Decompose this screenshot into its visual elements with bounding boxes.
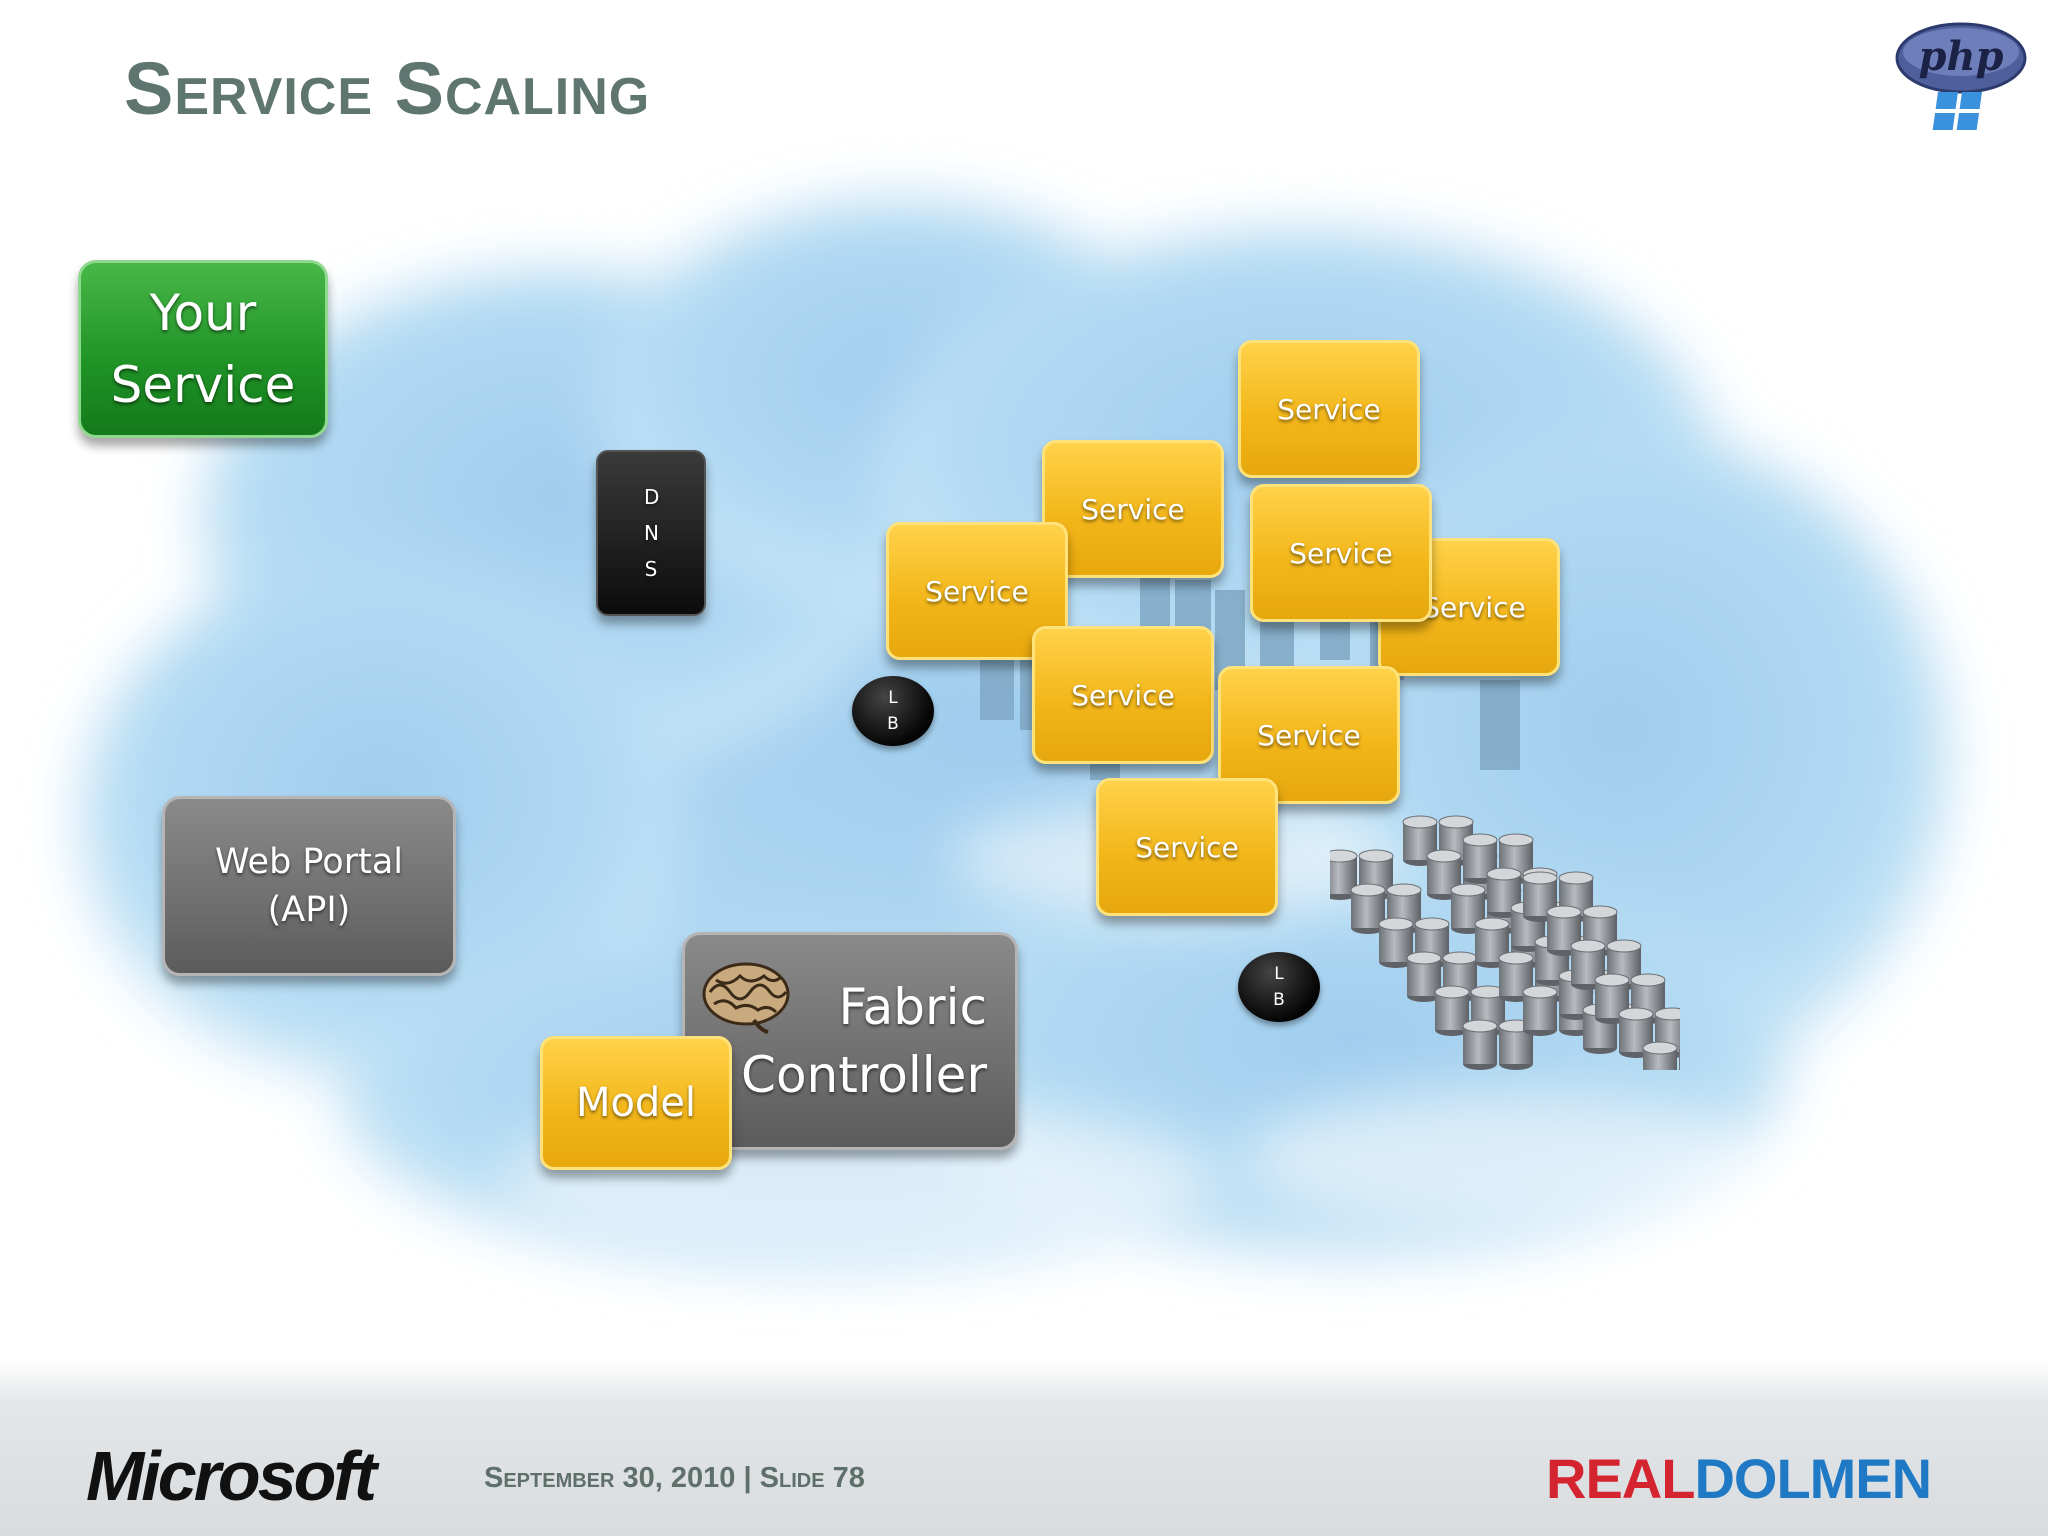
service-box-2: Service bbox=[1042, 440, 1224, 578]
realdolmen-logo: REALDOLMEN bbox=[1546, 1446, 1932, 1511]
model-label: Model bbox=[575, 1080, 697, 1126]
brain-icon bbox=[702, 962, 790, 1034]
storage-cylinder bbox=[1434, 985, 1470, 1036]
web-portal-line2: (API) bbox=[267, 890, 351, 930]
web-portal-line1: Web Portal bbox=[215, 842, 403, 882]
slide-title: Service Scaling bbox=[124, 47, 651, 130]
service-label-8: Service bbox=[1135, 830, 1239, 864]
service-box-8: Service bbox=[1096, 778, 1278, 916]
dns-box: DNS bbox=[596, 450, 706, 616]
lb-label-2: LB bbox=[1273, 964, 1285, 1010]
your-service-box: Your Service bbox=[78, 260, 328, 438]
fabric-controller-box: Fabric Controller bbox=[682, 932, 1018, 1150]
storage-cylinder bbox=[1462, 1019, 1498, 1070]
service-label-6: Service bbox=[1071, 678, 1175, 712]
service-label-4: Service bbox=[1289, 536, 1393, 570]
load-balancer-1: LB bbox=[852, 676, 934, 746]
storage-cylinder bbox=[1570, 939, 1606, 990]
real-text: REAL bbox=[1546, 1447, 1695, 1510]
service-label-7: Service bbox=[1257, 718, 1361, 752]
lb-label-1: LB bbox=[887, 688, 899, 734]
dolmen-text: DOLMEN bbox=[1694, 1447, 1932, 1510]
service-box-1: Service bbox=[1238, 340, 1420, 478]
service-label-3: Service bbox=[1422, 590, 1526, 624]
fabric-line2: Controller bbox=[741, 1046, 987, 1104]
service-label-2: Service bbox=[1081, 492, 1185, 526]
php-logo-text: php bbox=[1918, 33, 2003, 80]
microsoft-logo: Microsoft bbox=[86, 1437, 377, 1515]
service-box-4: Service bbox=[1250, 484, 1432, 622]
footer-date-slide: September 30, 2010 | Slide 78 bbox=[484, 1462, 865, 1494]
storage-cylinder bbox=[1406, 951, 1442, 1002]
storage-cylinders bbox=[1330, 815, 1680, 1070]
load-balancer-2: LB bbox=[1238, 952, 1320, 1022]
storage-cylinder bbox=[1350, 883, 1386, 934]
service-box-6: Service bbox=[1032, 626, 1214, 764]
web-portal-box: Web Portal (API) bbox=[162, 796, 456, 976]
your-service-label: Your Service bbox=[110, 284, 296, 414]
storage-cylinder bbox=[1522, 985, 1558, 1036]
fabric-line1: Fabric bbox=[838, 978, 988, 1036]
dns-label: DNS bbox=[644, 485, 660, 581]
service-label-1: Service bbox=[1277, 392, 1381, 426]
storage-cylinder bbox=[1642, 1041, 1678, 1070]
storage-cylinder bbox=[1378, 917, 1414, 968]
model-box: Model bbox=[540, 1036, 732, 1170]
storage-cylinder bbox=[1618, 1007, 1654, 1058]
service-label-5: Service bbox=[925, 574, 1029, 608]
php-windows-logo: php bbox=[1895, 22, 2027, 130]
footer-bar bbox=[0, 1360, 2048, 1536]
storage-cylinder bbox=[1678, 1045, 1680, 1070]
